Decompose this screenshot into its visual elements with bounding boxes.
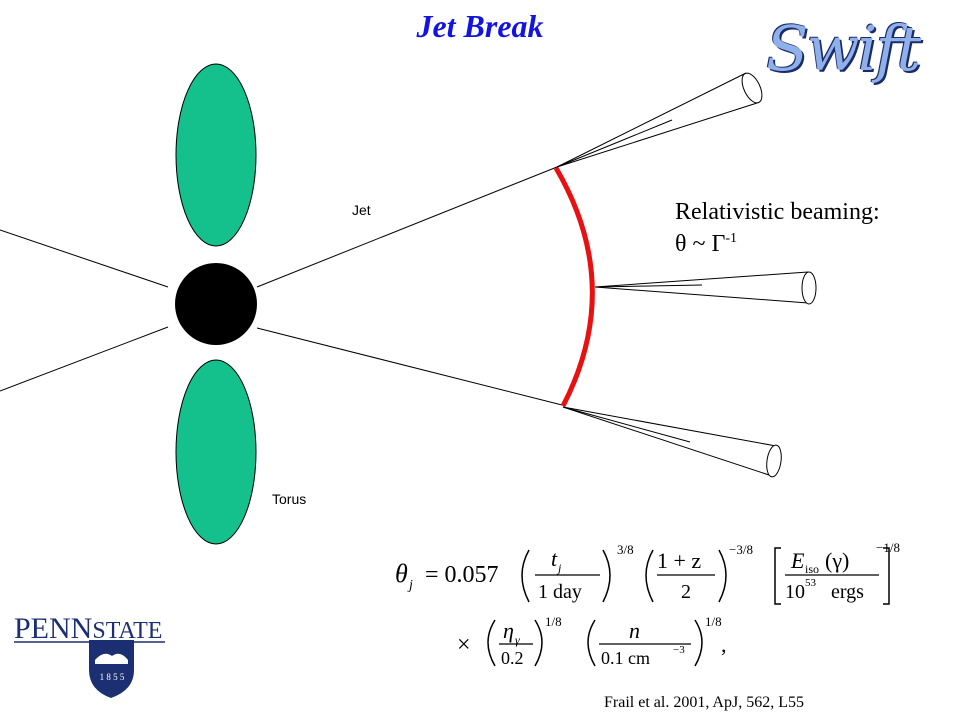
eq-exp5: 1/8 <box>705 614 722 629</box>
eq-lhs: θ <box>395 559 408 588</box>
eq-e-num: E <box>790 548 805 573</box>
eq-paren2-left <box>645 549 654 603</box>
torus-label: Torus <box>272 491 307 507</box>
eq-z-den: 2 <box>681 581 691 603</box>
pennstate-year: 1 8 5 5 <box>99 672 125 682</box>
eq-paren4-left <box>487 619 496 667</box>
cone-middle-line-c <box>594 284 703 288</box>
cone-upper-line-b <box>556 102 758 168</box>
jet-angle-equation: θ j = 0.057 t j 1 day 3/8 1 + z 2 −3/8 E… <box>395 540 900 668</box>
eq-paren5-left <box>587 619 596 667</box>
eq-eta-num: η <box>503 618 514 643</box>
cone-lower-line-b <box>562 406 773 477</box>
cone-upper-line-c <box>556 119 673 168</box>
eq-z-num: 1 + z <box>657 548 701 573</box>
eq-e-num-arg: (γ) <box>825 548 849 573</box>
eq-eta-den: 0.2 <box>501 648 524 668</box>
jet-lower-edge <box>256 327 563 406</box>
pennstate-penn: PENN <box>14 612 93 645</box>
eq-lhs-sub: j <box>407 578 413 593</box>
torus-lower <box>175 359 257 545</box>
eq-e-den-unit: ergs <box>831 581 864 603</box>
pennstate-logo: PENNSTATE <box>14 612 162 646</box>
jet-upper-edge <box>256 166 558 288</box>
cone-lower-mouth <box>766 444 782 478</box>
eq-bracket3-left <box>774 547 781 605</box>
shock-front-arc <box>553 166 595 408</box>
cone-middle-mouth <box>801 271 817 305</box>
eq-bracket3-right <box>883 547 890 605</box>
counter-jet-upper-line <box>0 229 169 288</box>
eq-e-den-base: 10 <box>785 581 805 603</box>
eq-exp1: 3/8 <box>617 542 634 557</box>
eq-exp3: −1/8 <box>876 540 900 555</box>
eq-paren4-right <box>534 619 543 667</box>
eq-eta-sub: γ <box>515 633 520 647</box>
pennstate-state: STATE <box>92 618 163 644</box>
eq-exp2: −3/8 <box>729 542 753 557</box>
eq-n-num: n <box>629 618 640 643</box>
cone-middle-line-a <box>594 271 809 288</box>
eq-paren1-right <box>602 549 611 603</box>
eq-trailing-comma: , <box>721 632 727 657</box>
central-engine <box>175 263 257 345</box>
eq-n-den: 0.1 cm <box>601 648 650 668</box>
citation: Frail et al. 2001, ApJ, 562, L55 <box>604 694 804 711</box>
cone-upper-mouth <box>741 72 763 104</box>
cone-upper-line-a <box>556 72 747 168</box>
pennstate-shield-emblem <box>95 653 128 664</box>
eq-t-num: t <box>551 546 558 571</box>
eq-e-num-sub: iso <box>805 562 819 576</box>
swift-logo: Swift <box>766 12 921 85</box>
beaming-exponent: -1 <box>725 231 738 246</box>
beaming-relation: θ ~ Γ-1 <box>675 231 737 258</box>
cone-middle-line-b <box>594 286 809 304</box>
eq-t-den: 1 day <box>538 581 582 603</box>
eq-paren5-right <box>694 619 703 667</box>
cone-lower-line-a <box>562 406 777 447</box>
eq-paren1-left <box>521 549 530 603</box>
eq-e-den-exp: 53 <box>805 577 817 589</box>
jet-label: Jet <box>352 202 371 218</box>
pennstate-shield <box>89 640 134 698</box>
eq-n-den-exp: −3 <box>673 644 685 656</box>
eq-times: × <box>457 632 471 658</box>
counter-jet-lower-line <box>0 326 169 392</box>
eq-coef: = 0.057 <box>425 562 499 588</box>
beaming-label: Relativistic beaming: <box>675 199 880 225</box>
cone-lower-line-c <box>562 406 691 443</box>
eq-exp4: 1/8 <box>545 614 562 629</box>
eq-t-num-sub: j <box>556 561 562 575</box>
eq-paren2-right <box>718 549 727 603</box>
torus-upper <box>175 63 257 247</box>
beaming-theta: θ ~ Γ <box>675 231 726 257</box>
page-title: Jet Break <box>416 8 544 44</box>
